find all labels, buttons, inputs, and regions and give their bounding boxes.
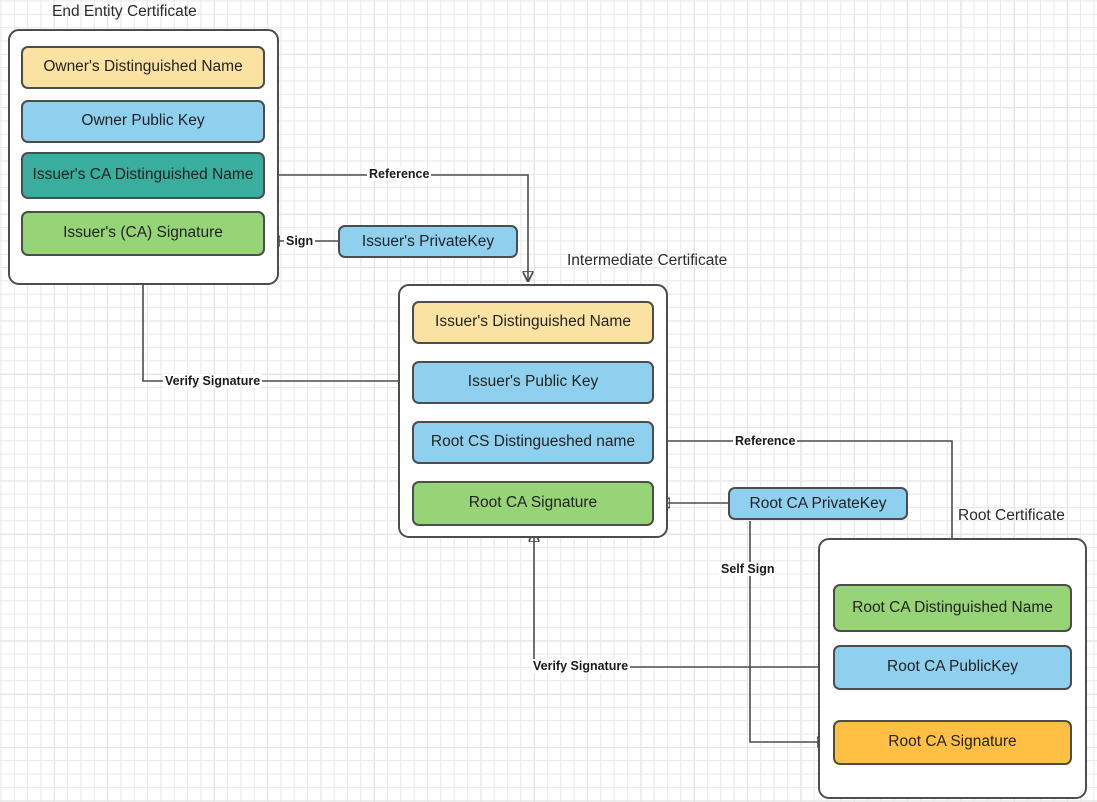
field-issuers-ca-signature[interactable]: Issuer's (CA) Signature xyxy=(21,211,265,256)
edge-label-verify-signature-2: Verify Signature xyxy=(531,659,631,673)
key-root-ca-privatekey[interactable]: Root CA PrivateKey xyxy=(728,487,908,520)
field-root-ca-publickey[interactable]: Root CA PublicKey xyxy=(833,645,1072,690)
field-issuers-distinguished-name[interactable]: Issuer's Distinguished Name xyxy=(412,301,654,344)
edge-verify-signature-1 xyxy=(143,264,412,382)
edge-label-self-sign: Self Sign xyxy=(719,562,777,576)
edge-reference-1 xyxy=(264,174,528,281)
group-title-root: Root Certificate xyxy=(958,507,1065,524)
edge-label-reference-2: Reference xyxy=(733,434,798,448)
group-title-end-entity: End Entity Certificate xyxy=(52,3,197,20)
field-root-cs-distingueshed-name[interactable]: Root CS Distingueshed name xyxy=(412,421,654,464)
field-issuers-public-key[interactable]: Issuer's Public Key xyxy=(412,361,654,404)
field-issuers-ca-distinguished-name[interactable]: Issuer's CA Distinguished Name xyxy=(21,152,265,199)
edge-label-sign-1: Sign xyxy=(284,234,316,248)
key-issuers-privatekey[interactable]: Issuer's PrivateKey xyxy=(338,225,518,258)
edge-label-verify-signature-1: Verify Signature xyxy=(163,374,263,388)
edge-self-sign xyxy=(749,521,827,742)
field-owners-distinguished-name[interactable]: Owner's Distinguished Name xyxy=(21,46,265,89)
field-owner-public-key[interactable]: Owner Public Key xyxy=(21,100,265,143)
field-intermediate-root-ca-signature[interactable]: Root CA Signature xyxy=(412,481,654,526)
field-root-ca-distinguished-name[interactable]: Root CA Distinguished Name xyxy=(833,584,1072,632)
group-title-intermediate: Intermediate Certificate xyxy=(567,252,728,269)
field-root-ca-signature[interactable]: Root CA Signature xyxy=(833,720,1072,765)
edge-verify-signature-2 xyxy=(534,532,833,668)
edge-label-reference-1: Reference xyxy=(367,167,432,181)
